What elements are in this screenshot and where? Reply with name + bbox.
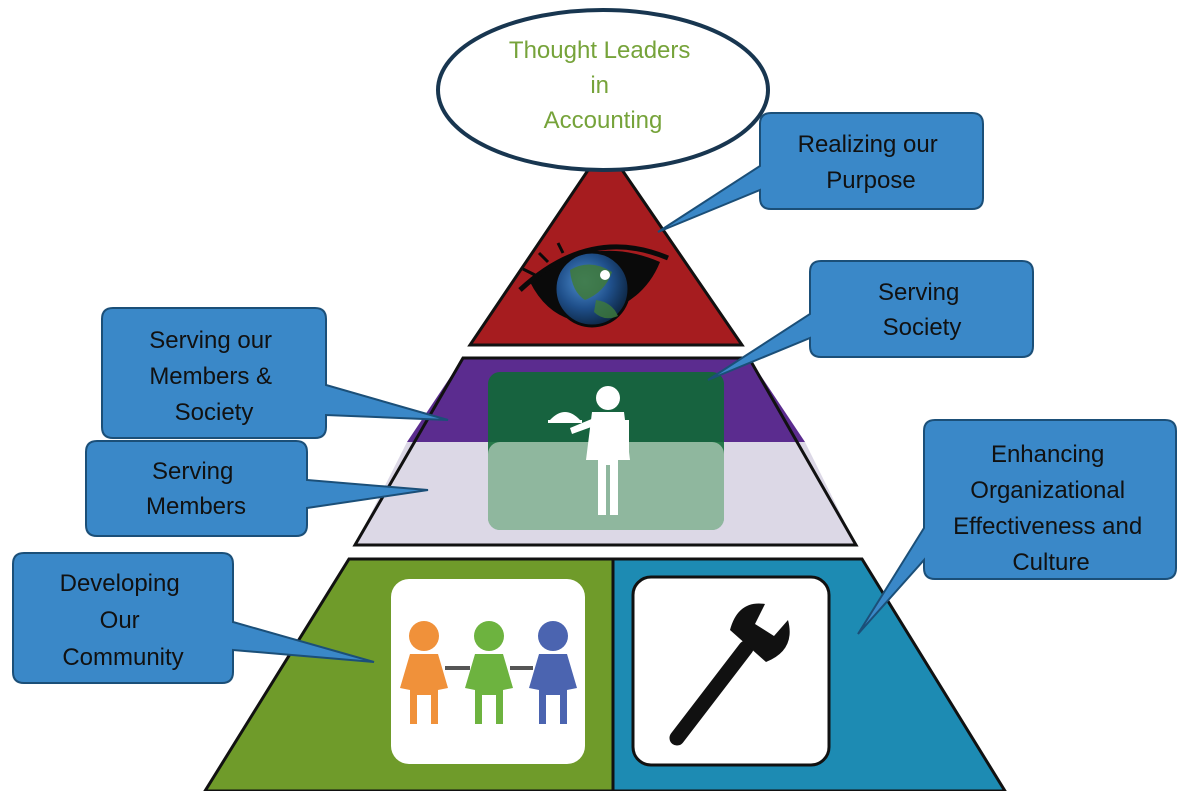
callout-realizing-purpose: Realizing our Purpose (657, 112, 984, 233)
callout-members-society-line-1: Serving our (149, 327, 272, 354)
callout-developing-community: Developing Our Community (12, 552, 375, 684)
callout-serving-members: Serving Members (85, 440, 429, 537)
callout-members-society-line-3: Society (175, 399, 254, 426)
svg-text:Serving Members: Serving Members (146, 458, 246, 520)
svg-text:Thought Leaders in: Thought Leaders in Accounting (509, 37, 697, 134)
svg-text:Developing Our Com: Developing Our Community (60, 570, 187, 671)
waiter-icon (548, 386, 630, 515)
callout-society-line-2: Society (883, 314, 962, 341)
callout-effectiveness-line-2: Organizational (970, 477, 1125, 504)
svg-text:Enhancing Organizational: Enhancing Organizational Effectiveness a… (953, 441, 1149, 576)
svg-text:Realizing our Purpose: Realizing our Purpose (798, 131, 945, 194)
callout-society-line-1: Serving (878, 279, 959, 306)
callout-members-line-2: Members (146, 493, 246, 520)
callout-purpose-line-1: Realizing our (798, 131, 938, 158)
wrench-icon (669, 603, 790, 746)
peak-line-2: in (590, 72, 609, 99)
callout-purpose-line-2: Purpose (826, 167, 915, 194)
svg-text:Serving our Members &: Serving our Members & Society (149, 327, 278, 426)
svg-text:Serving Society: Serving Society (878, 279, 966, 341)
people-icon (400, 621, 577, 724)
peak-line-3: Accounting (544, 107, 663, 134)
callout-serving-members-society: Serving our Members & Society (101, 307, 449, 439)
callout-community-line-3: Community (62, 644, 183, 671)
callout-serving-society: Serving Society (707, 260, 1034, 381)
callout-effectiveness-line-3: Effectiveness and (953, 513, 1142, 540)
callout-effectiveness-line-1: Enhancing (991, 441, 1104, 468)
callout-community-line-1: Developing (60, 570, 180, 597)
callout-enhancing-effectiveness: Enhancing Organizational Effectiveness a… (857, 419, 1177, 635)
eye-globe-icon (518, 242, 669, 328)
callout-members-line-1: Serving (152, 458, 233, 485)
callout-effectiveness-line-4: Culture (1012, 549, 1089, 576)
peak-line-1: Thought Leaders (509, 37, 690, 64)
callout-members-society-line-2: Members & (149, 363, 272, 390)
callout-community-line-2: Our (100, 607, 140, 634)
peak-bubble: Thought Leaders in Accounting (436, 8, 770, 172)
